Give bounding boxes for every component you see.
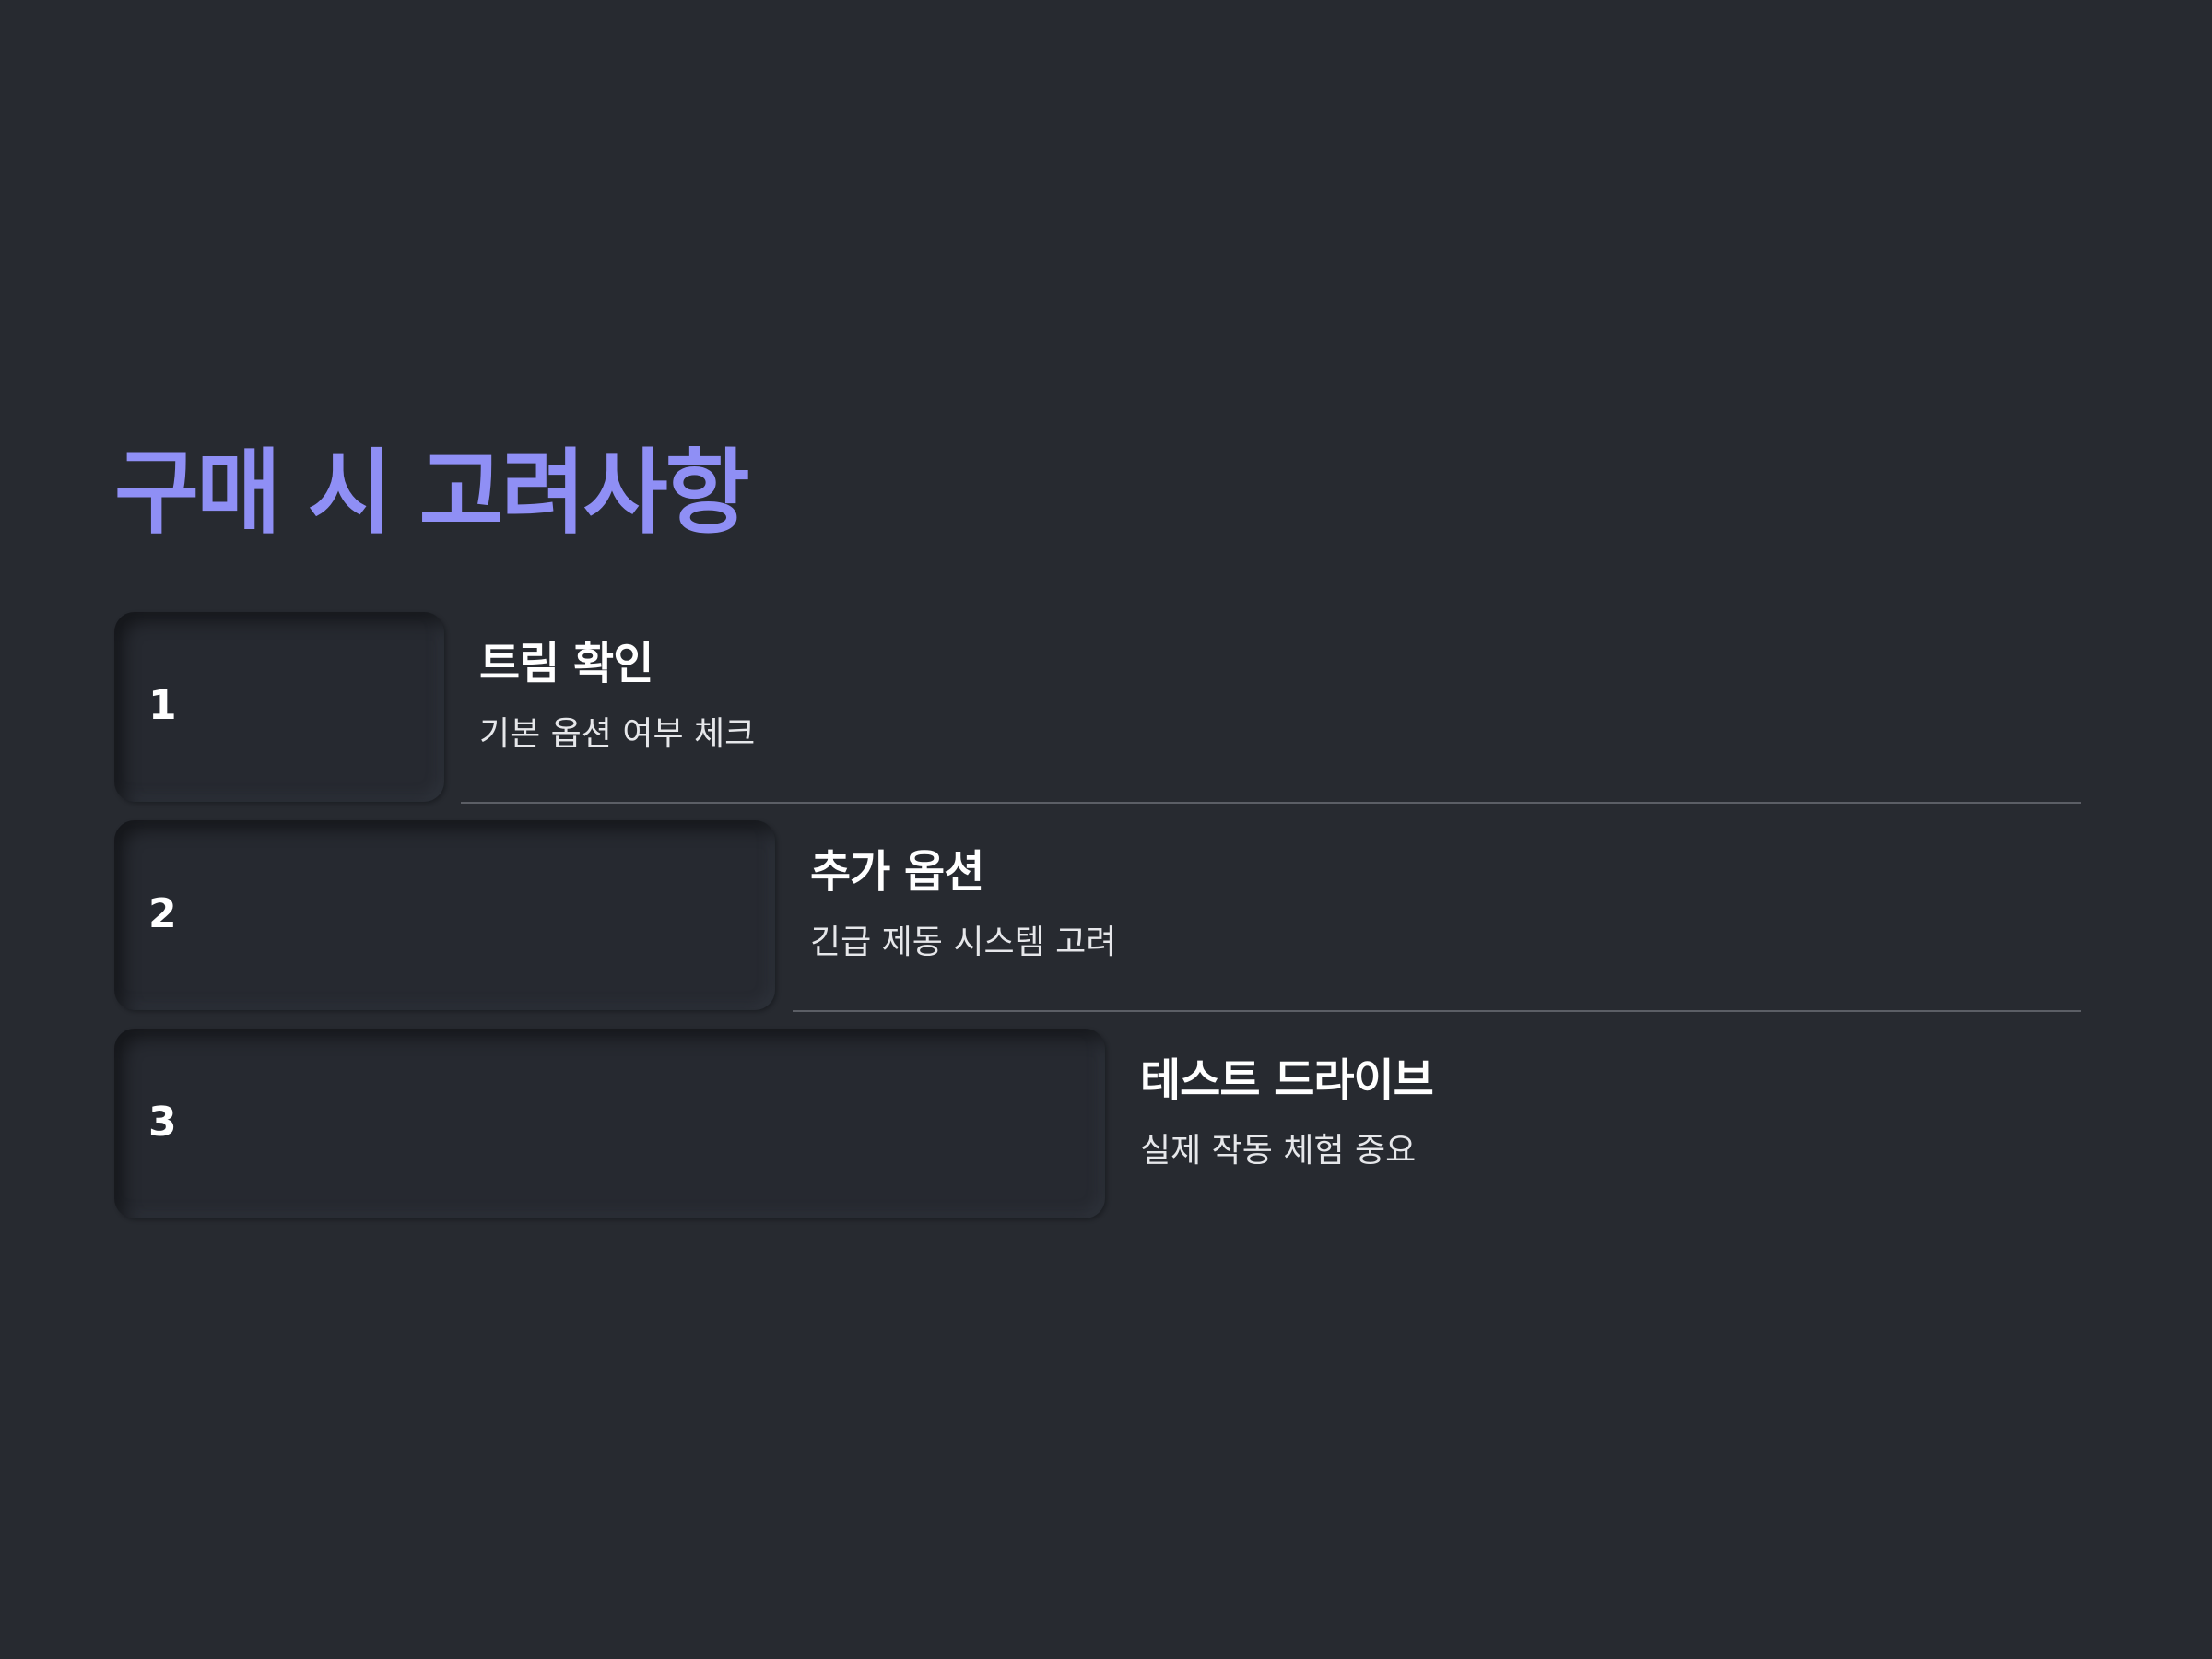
step-description: 긴급 제동 시스템 고려 xyxy=(810,924,1117,961)
step-number-box: 1 xyxy=(114,612,444,802)
step-description: 실제 작동 체험 중요 xyxy=(1140,1132,1417,1170)
step-number-box: 2 xyxy=(114,820,775,1010)
step-heading: 테스트 드라이브 xyxy=(1140,1054,1434,1106)
step-divider xyxy=(461,802,2081,804)
step-divider xyxy=(793,1010,2081,1012)
step-heading: 트림 확인 xyxy=(479,638,653,689)
slide-title: 구매 시 고려사항 xyxy=(114,439,750,547)
step-description: 기본 옵션 여부 체크 xyxy=(479,715,756,753)
step-number: 3 xyxy=(148,1099,177,1146)
step-number-box: 3 xyxy=(114,1029,1105,1218)
step-number: 2 xyxy=(148,890,177,937)
step-heading: 추가 옵션 xyxy=(810,846,984,898)
step-number: 1 xyxy=(148,682,177,729)
